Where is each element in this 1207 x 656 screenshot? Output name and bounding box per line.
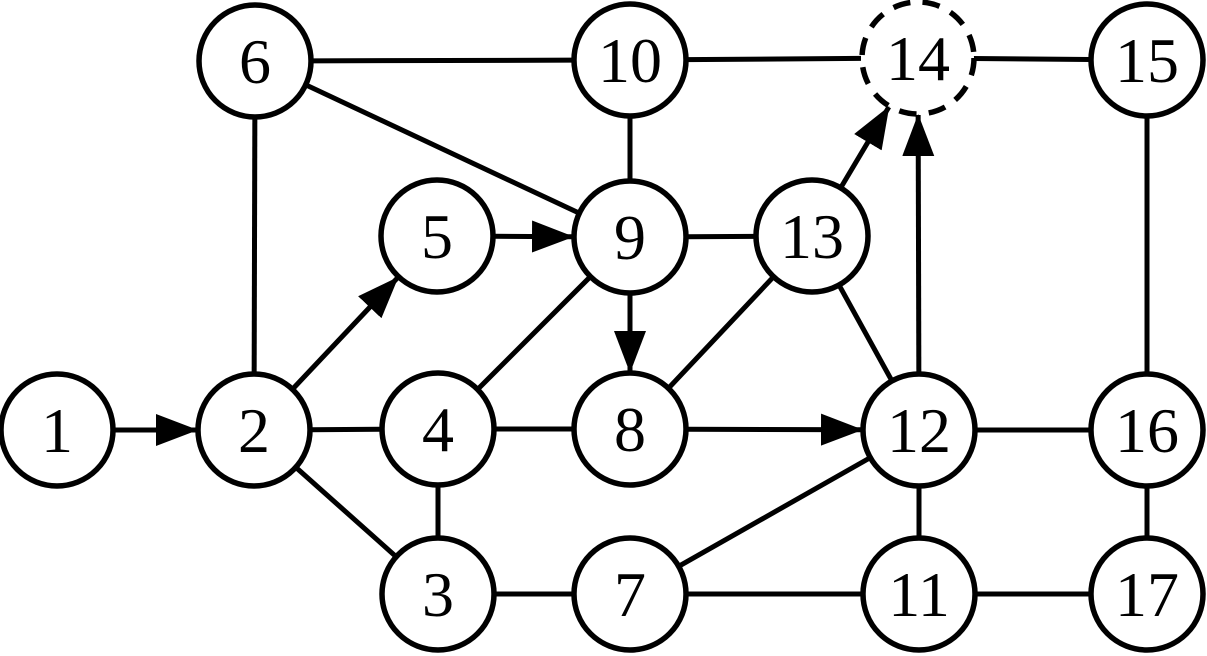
edge-2-3 [293, 464, 398, 558]
edge-8-12-arrow [684, 413, 864, 446]
node-circle-6 [196, 2, 314, 120]
node-label-12: 12 [887, 395, 951, 466]
node-circle-7 [571, 535, 689, 653]
edge-4-9 [475, 275, 592, 392]
node-label-15: 15 [1115, 25, 1179, 96]
graph-node-12: 12 [860, 371, 978, 489]
node-circle-13 [753, 177, 871, 295]
edge-13-14-arrow [837, 105, 891, 191]
edge-7-12 [676, 455, 871, 570]
node-label-6: 6 [239, 26, 271, 97]
node-circle-1 [0, 371, 116, 489]
graph-node-7: 7 [571, 535, 689, 653]
edge-2-5-arrow [289, 275, 400, 392]
node-label-5: 5 [421, 201, 453, 272]
graph-node-4: 4 [379, 370, 497, 488]
node-circle-8 [571, 370, 689, 488]
graph-node-6: 6 [196, 2, 314, 120]
edge-12-14-arrow [902, 113, 935, 376]
node-circle-4 [379, 370, 497, 488]
edge-10-14 [684, 55, 862, 63]
edge-6-10 [309, 57, 574, 64]
edge-2-6 [251, 117, 258, 376]
node-label-16: 16 [1115, 395, 1179, 466]
node-circle-14-dashed [859, 0, 977, 117]
edge-layer [112, 55, 1150, 597]
node-label-11: 11 [888, 559, 950, 630]
node-label-13: 13 [780, 201, 844, 272]
edge-14-15 [972, 55, 1091, 63]
node-circle-2 [195, 371, 313, 489]
edge-12-13 [837, 284, 895, 384]
graph-node-2: 2 [195, 371, 313, 489]
graph-node-14: 14 [859, 0, 977, 117]
edge-8-13 [665, 275, 775, 391]
node-label-10: 10 [598, 25, 662, 96]
node-label-9: 9 [614, 202, 646, 273]
graph-node-9: 9 [571, 178, 689, 296]
graph-node-15: 15 [1088, 1, 1206, 119]
node-label-8: 8 [614, 394, 646, 465]
node-circle-16 [1088, 371, 1206, 489]
node-circle-11 [860, 535, 978, 653]
node-label-4: 4 [422, 394, 454, 465]
node-label-7: 7 [614, 559, 646, 630]
node-circle-15 [1088, 1, 1206, 119]
node-label-2: 2 [238, 395, 270, 466]
graph-node-10: 10 [571, 1, 689, 119]
node-label-14: 14 [886, 23, 950, 94]
graph-node-5: 5 [378, 177, 496, 295]
graph-node-17: 17 [1088, 535, 1206, 653]
node-circle-10 [571, 1, 689, 119]
graph-node-16: 16 [1088, 371, 1206, 489]
graph-node-1: 1 [0, 371, 116, 489]
graph-node-3: 3 [379, 535, 497, 653]
graph-node-13: 13 [753, 177, 871, 295]
node-circle-17 [1088, 535, 1206, 653]
node-circle-12 [860, 371, 978, 489]
node-label-1: 1 [41, 395, 73, 466]
node-label-3: 3 [422, 559, 454, 630]
node-circle-9 [571, 178, 689, 296]
graph-node-11: 11 [860, 535, 978, 653]
node-circle-5 [378, 177, 496, 295]
node-label-17: 17 [1115, 559, 1179, 630]
node-circle-3 [379, 535, 497, 653]
edge-6-9 [303, 82, 580, 216]
graph-node-8: 8 [571, 370, 689, 488]
